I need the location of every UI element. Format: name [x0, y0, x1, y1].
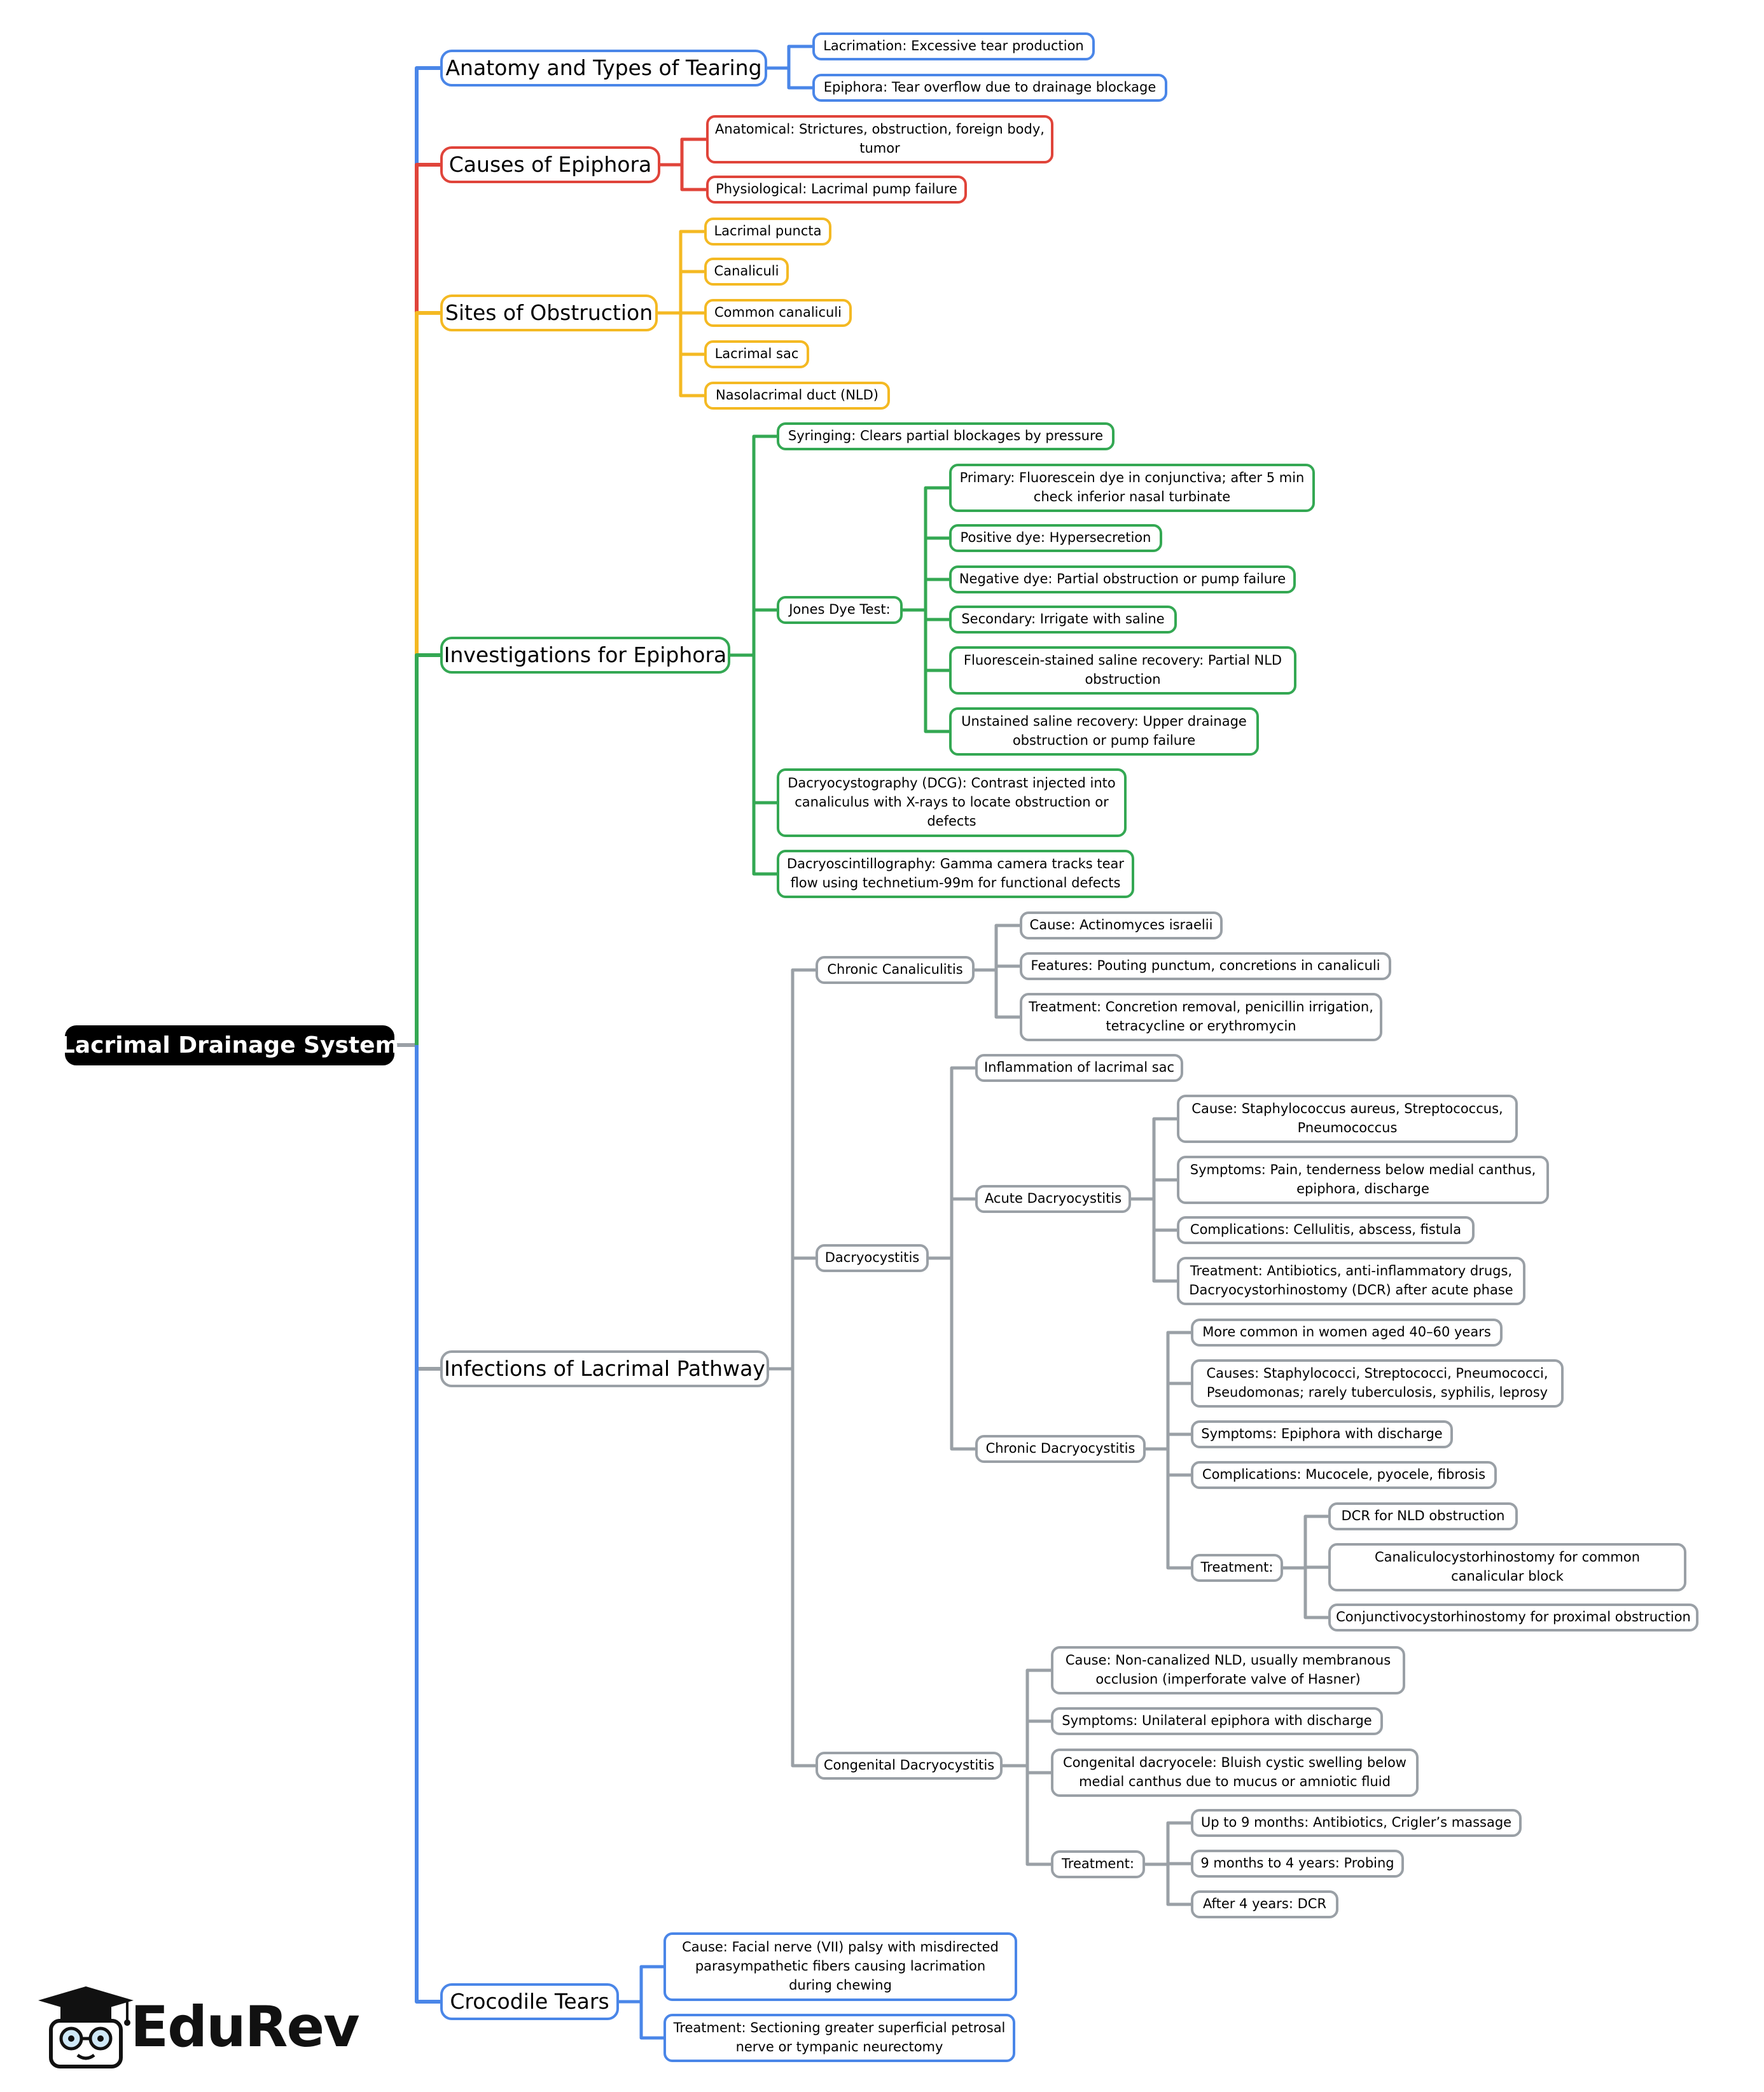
congenital-treatment-item-1: Up to 9 months: Antibiotics, Crigler’s m…: [1191, 1809, 1522, 1837]
canaliculitis-item-2: Features: Pouting punctum, concretions i…: [1020, 952, 1391, 980]
congenital-treatment: Treatment:: [1051, 1850, 1145, 1878]
dacryocystitis-inflammation: Inflammation of lacrimal sac: [975, 1054, 1183, 1082]
branch-sites: Sites of Obstruction: [440, 294, 658, 331]
causes-item-2: Physiological: Lacrimal pump failure: [706, 176, 967, 204]
acute-item-4: Treatment: Antibiotics, anti-inflammator…: [1177, 1257, 1525, 1305]
chronic-canaliculitis: Chronic Canaliculitis: [816, 956, 975, 984]
chronic-dacryocystitis: Chronic Dacryocystitis: [975, 1435, 1146, 1463]
acute-item-2: Symptoms: Pain, tenderness below medial …: [1177, 1156, 1549, 1204]
jones-item-3: Negative dye: Partial obstruction or pum…: [949, 565, 1296, 593]
canaliculitis-item-1: Cause: Actinomyces israelii: [1020, 911, 1223, 939]
chronic-treatment: Treatment:: [1191, 1554, 1283, 1582]
chronic-item-4: Complications: Mucocele, pyocele, fibros…: [1191, 1461, 1497, 1489]
branch-infections: Infections of Lacrimal Pathway: [440, 1350, 769, 1387]
investigation-scintillography: Dacryoscintillography: Gamma camera trac…: [777, 850, 1134, 898]
congenital-item-1: Cause: Non-canalized NLD, usually membra…: [1051, 1646, 1405, 1694]
chronic-item-2: Causes: Staphylococci, Streptococci, Pne…: [1191, 1359, 1564, 1408]
sites-item-3: Common canaliculi: [704, 299, 852, 327]
crocodile-item-1: Cause: Facial nerve (VII) palsy with mis…: [663, 1932, 1017, 2001]
chronic-item-3: Symptoms: Epiphora with discharge: [1191, 1420, 1453, 1448]
anatomy-item-1: Lacrimation: Excessive tear production: [812, 32, 1095, 60]
branch-causes: Causes of Epiphora: [440, 146, 660, 183]
acute-item-3: Complications: Cellulitis, abscess, fist…: [1177, 1216, 1475, 1244]
branch-investigations: Investigations for Epiphora: [440, 637, 730, 674]
sites-item-5: Nasolacrimal duct (NLD): [704, 382, 890, 410]
congenital-treatment-item-2: 9 months to 4 years: Probing: [1191, 1850, 1404, 1878]
congenital-item-2: Symptoms: Unilateral epiphora with disch…: [1051, 1707, 1383, 1735]
chronic-treatment-item-2: Canaliculocystorhinostomy for common can…: [1328, 1543, 1686, 1591]
investigation-dcg: Dacryocystography (DCG): Contrast inject…: [777, 768, 1127, 837]
graduation-cap-owl-icon: [38, 1986, 134, 2068]
sites-item-2: Canaliculi: [704, 258, 789, 286]
branch-anatomy: Anatomy and Types of Tearing: [440, 50, 767, 87]
jones-item-5: Fluorescein-stained saline recovery: Par…: [949, 646, 1296, 695]
jones-item-1: Primary: Fluorescein dye in conjunctiva;…: [949, 464, 1315, 512]
anatomy-item-2: Epiphora: Tear overflow due to drainage …: [812, 74, 1167, 102]
acute-item-1: Cause: Staphylococcus aureus, Streptococ…: [1177, 1095, 1518, 1143]
jones-item-4: Secondary: Irrigate with saline: [949, 606, 1177, 634]
causes-item-1: Anatomical: Strictures, obstruction, for…: [706, 115, 1053, 163]
acute-dacryocystitis: Acute Dacryocystitis: [975, 1185, 1131, 1213]
congenital-dacryocystitis: Congenital Dacryocystitis: [816, 1752, 1003, 1780]
chronic-treatment-item-1: DCR for NLD obstruction: [1328, 1502, 1518, 1530]
root-node: Lacrimal Drainage System: [60, 1025, 399, 1065]
congenital-item-3: Congenital dacryocele: Bluish cystic swe…: [1051, 1749, 1419, 1797]
crocodile-item-2: Treatment: Sectioning greater superficia…: [663, 2014, 1015, 2062]
jones-item-6: Unstained saline recovery: Upper drainag…: [949, 707, 1259, 756]
chronic-treatment-item-3: Conjunctivocystorhinostomy for proximal …: [1328, 1604, 1698, 1631]
branch-crocodile: Crocodile Tears: [440, 1983, 619, 2020]
chronic-item-1: More common in women aged 40–60 years: [1191, 1319, 1503, 1347]
jones-item-2: Positive dye: Hypersecretion: [949, 524, 1162, 552]
sites-item-4: Lacrimal sac: [704, 340, 809, 368]
investigation-jones-dye-test: Jones Dye Test:: [777, 596, 903, 624]
canaliculitis-item-3: Treatment: Concretion removal, penicilli…: [1020, 993, 1382, 1041]
investigation-syringing: Syringing: Clears partial blockages by p…: [777, 422, 1115, 450]
sites-item-1: Lacrimal puncta: [704, 218, 831, 246]
dacryocystitis: Dacryocystitis: [816, 1244, 929, 1272]
edurev-logo-text: EduRev: [130, 1994, 360, 2060]
congenital-treatment-item-3: After 4 years: DCR: [1191, 1890, 1338, 1918]
